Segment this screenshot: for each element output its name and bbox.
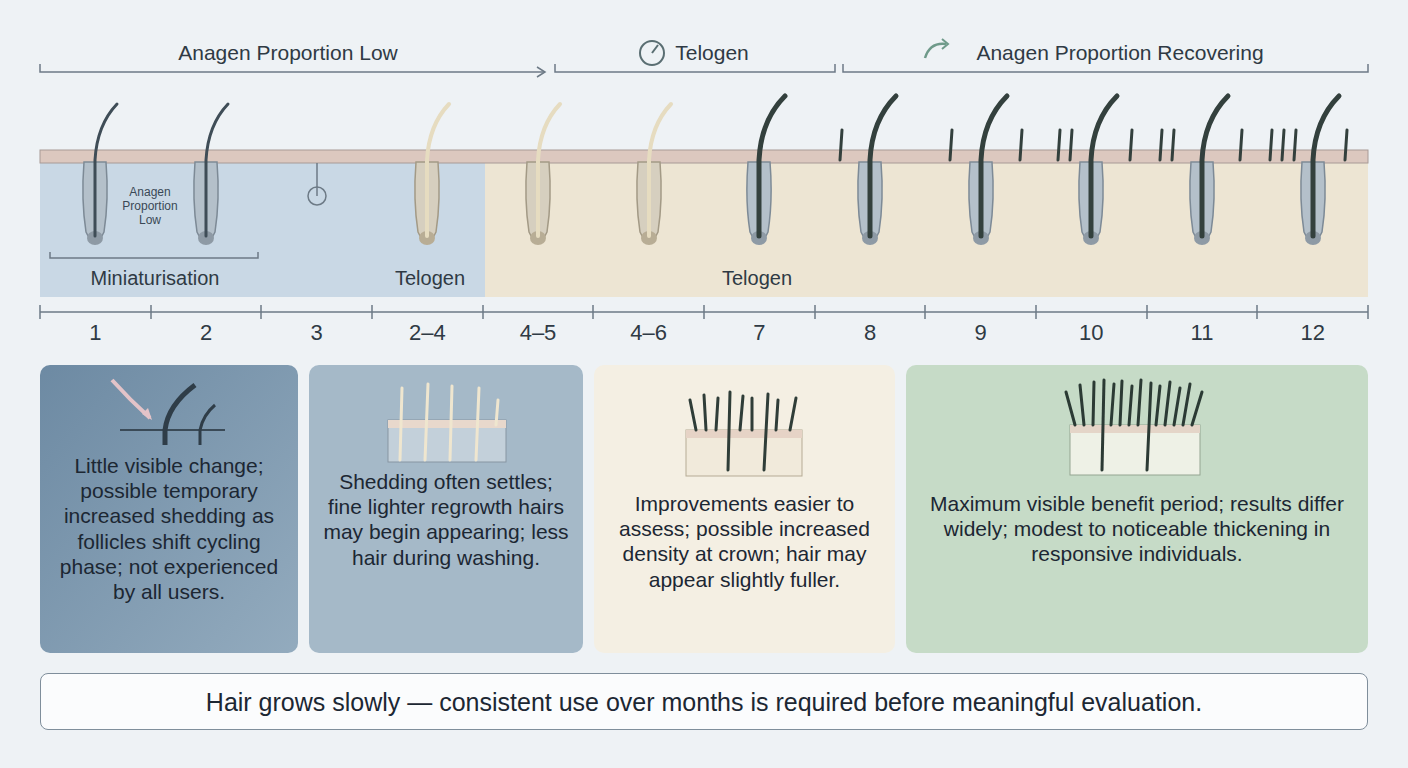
note-text: Hair grows slowly — consistent use over …: [41, 687, 1367, 717]
month-number: 9: [975, 320, 987, 346]
phase-description: Improvements easier to assess; possible …: [594, 491, 895, 592]
phase-panel: Maximum visible benefit period; results …: [906, 365, 1368, 653]
phase-panel: Little visible change; possible temporar…: [40, 365, 298, 653]
month-number: 4–5: [520, 320, 557, 346]
month-number: 12: [1300, 320, 1324, 346]
phase-description: Little visible change; possible temporar…: [40, 453, 298, 604]
phase-panel: Shedding often settles; fine lighter reg…: [309, 365, 583, 653]
phase-bracket-label: Anagen Proportion Recovering: [976, 40, 1263, 65]
phase-description: Shedding often settles; fine lighter reg…: [309, 469, 583, 570]
region-label: Telogen: [722, 266, 792, 290]
month-number: 2: [200, 320, 212, 346]
region-label: Telogen: [395, 266, 465, 290]
phase-description: Maximum visible benefit period; results …: [906, 491, 1368, 567]
month-number: 2–4: [409, 320, 446, 346]
note-box: Hair grows slowly — consistent use over …: [40, 673, 1368, 730]
month-number: 7: [753, 320, 765, 346]
month-number: 1: [89, 320, 101, 346]
region-label: Anagen Proportion Low: [110, 186, 190, 227]
month-number: 8: [864, 320, 876, 346]
month-number: 11: [1191, 320, 1214, 346]
month-number: 10: [1079, 320, 1103, 346]
month-number: 4–6: [630, 320, 667, 346]
phase-bracket-label: Anagen Proportion Low: [178, 40, 398, 65]
month-number: 3: [311, 320, 323, 346]
region-label: Miniaturisation: [91, 266, 220, 290]
phase-bracket-label: Telogen: [675, 40, 749, 65]
phase-panel: Improvements easier to assess; possible …: [594, 365, 895, 653]
